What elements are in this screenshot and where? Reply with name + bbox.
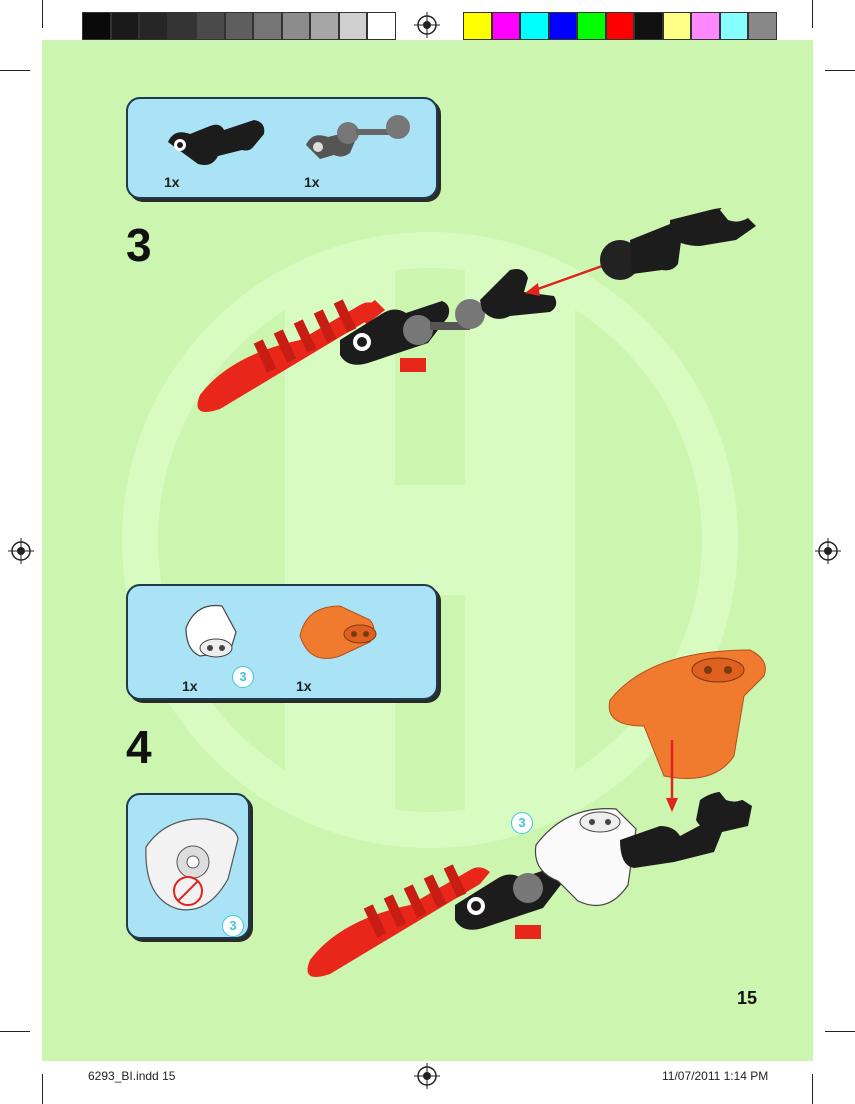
page-number: 15 [737, 988, 757, 1009]
process-color-swatch [549, 12, 578, 40]
gray-swatch [225, 12, 254, 40]
process-color-swatch [720, 12, 749, 40]
element-reference-badge: 3 [511, 812, 533, 834]
part-quantity: 1x [182, 678, 198, 694]
step-number: 4 [126, 720, 152, 774]
crop-mark [0, 70, 30, 71]
gray-swatch [339, 12, 368, 40]
gray-swatch [196, 12, 225, 40]
gray-swatch [367, 12, 396, 40]
process-color-swatch [463, 12, 492, 40]
step4-detail-callout: 3 [126, 793, 250, 939]
crop-mark [812, 1074, 813, 1104]
file-slug: 6293_BI.indd 15 [88, 1069, 175, 1083]
step4-assembly-illustration [300, 640, 770, 990]
process-color-swatch [606, 12, 635, 40]
registration-mark-icon [8, 538, 34, 564]
crop-mark [825, 1031, 855, 1032]
crop-mark [0, 1031, 30, 1032]
gray-ball-joint-part-icon [298, 109, 418, 169]
crop-mark [42, 0, 43, 28]
registration-mark-icon [815, 538, 841, 564]
process-color-swatch [748, 12, 777, 40]
element-reference-badge: 3 [222, 915, 244, 937]
process-color-swatch [577, 12, 606, 40]
black-joint-connector-part-icon [158, 107, 278, 167]
date-slug: 11/07/2011 1:14 PM [662, 1069, 768, 1083]
gray-swatch [111, 12, 140, 40]
registration-mark-icon [414, 1063, 440, 1089]
gray-swatch [282, 12, 311, 40]
process-color-swatch [691, 12, 720, 40]
crop-mark [825, 70, 855, 71]
step3-assembly-illustration [190, 180, 770, 440]
process-color-swatch [492, 12, 521, 40]
step-number: 3 [126, 218, 152, 272]
gray-swatch [139, 12, 168, 40]
part-quantity: 1x [164, 174, 180, 190]
process-color-swatch [663, 12, 692, 40]
gray-swatch [253, 12, 282, 40]
process-color-swatch [520, 12, 549, 40]
crop-mark [812, 0, 813, 28]
gray-swatch [82, 12, 111, 40]
armor-attachment-detail-icon [138, 807, 242, 917]
gray-swatch [168, 12, 197, 40]
registration-mark-icon [414, 12, 440, 38]
gray-swatch [310, 12, 339, 40]
crop-mark [42, 1074, 43, 1104]
element-reference-badge: 3 [232, 666, 254, 688]
white-armor-piece-part-icon [178, 598, 248, 668]
process-color-swatch [634, 12, 663, 40]
